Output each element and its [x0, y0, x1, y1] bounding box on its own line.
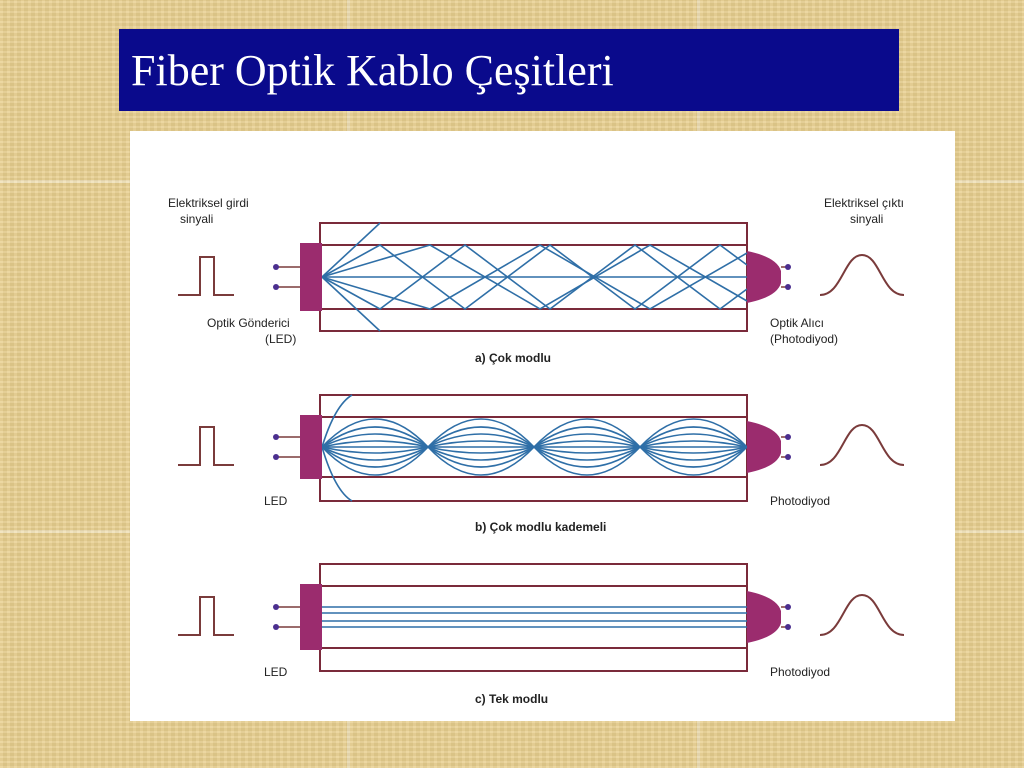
row-a-ray-3 [321, 244, 748, 310]
input-signal-label-line2: sinyali [180, 212, 213, 226]
row-b-ray-seg3-up0 [639, 418, 748, 448]
row-a-receiver-label-line1: Optik Alıcı [770, 316, 824, 330]
row-b-receiver [747, 421, 781, 473]
row-b-right-terminal-0 [785, 434, 791, 440]
row-c-emitter [300, 584, 322, 650]
row-b-ray-seg0-up3 [321, 440, 429, 448]
row-b-input-pulse [178, 426, 234, 466]
row-a-output-signal [819, 253, 905, 296]
row-b-ray-seg2-up3 [533, 440, 641, 448]
row-c-left-terminal-0 [273, 604, 279, 610]
row-b-ray-seg2-down0 [533, 446, 641, 476]
row-b-ray-seg0-up2 [321, 433, 429, 448]
row-a-right-terminal-0 [785, 264, 791, 270]
row-a-ray-4 [321, 244, 748, 310]
row-a-emitter [300, 243, 322, 311]
row-b-ray-seg0-down3 [321, 446, 429, 454]
row-b-ray-seg1-up3 [427, 440, 535, 448]
row-b-receiver-label: Photodiyod [770, 494, 830, 508]
row-b-ray-seg3-down1 [639, 446, 748, 468]
row-b-ray-seg2-down1 [533, 446, 641, 468]
row-a-ray-escape-bottom [321, 276, 381, 332]
row-b-ray-seg3-up2 [639, 433, 748, 448]
row-a-ray-escape-top [321, 222, 381, 278]
row-c-output-signal [819, 593, 905, 636]
row-b-ray-seg2-up2 [533, 433, 641, 448]
row-a-transmitter-label-line1: Optik Gönderici [207, 316, 290, 330]
row-b-caption: b) Çok modlu kademeli [475, 520, 606, 534]
row-b-ray-seg3-down0 [639, 446, 748, 476]
row-a-receiver-label-line2: (Photodiyod) [770, 332, 838, 346]
row-a-left-terminal-1 [273, 284, 279, 290]
row-b-ray-seg0-up0 [321, 418, 429, 448]
row-b-ray-seg0-down2 [321, 446, 429, 461]
row-a-input-pulse [178, 256, 234, 296]
row-b-transmitter-label: LED [264, 494, 288, 508]
row-b-ray-seg3-down2 [639, 446, 748, 461]
row-b-ray-seg2-up0 [533, 418, 641, 448]
row-b-ray-escape-top [321, 394, 353, 448]
row-c-receiver [747, 591, 781, 643]
row-b-left-terminal-0 [273, 434, 279, 440]
fiber-optic-diagram: Elektriksel girdi sinyali Elektriksel çı… [168, 196, 905, 706]
row-b-ray-seg0-down0 [321, 446, 429, 476]
row-c-input-pulse [178, 596, 234, 636]
row-c-receiver-label: Photodiyod [770, 665, 830, 679]
row-b-ray-seg3-down3 [639, 446, 748, 454]
row-b-ray-seg2-up1 [533, 426, 641, 448]
row-c-right-terminal-1 [785, 624, 791, 630]
row-b-right-terminal-1 [785, 454, 791, 460]
row-a-receiver [747, 251, 781, 303]
diagram-panel: Elektriksel girdi sinyali Elektriksel çı… [130, 131, 955, 721]
row-b-ray-seg0-down1 [321, 446, 429, 468]
row-a-transmitter-label-line2: (LED) [265, 332, 296, 346]
row-b-left-terminal-1 [273, 454, 279, 460]
row-b-ray-seg1-up1 [427, 426, 535, 448]
row-a-ray-1 [321, 243, 748, 311]
row-b-ray-seg2-down2 [533, 446, 641, 461]
row-b-output-signal [819, 423, 905, 466]
row-b-ray-seg1-down2 [427, 446, 535, 461]
row-c-caption: c) Tek modlu [475, 692, 548, 706]
row-a-left-terminal-0 [273, 264, 279, 270]
row-b-ray-seg3-up1 [639, 426, 748, 448]
row-b-ray-seg1-down1 [427, 446, 535, 468]
slide-title: Fiber Optik Kablo Çeşitleri [131, 45, 614, 95]
input-signal-label-line1: Elektriksel girdi [168, 196, 249, 210]
row-c-left-terminal-1 [273, 624, 279, 630]
row-b-ray-seg2-down3 [533, 446, 641, 454]
row-b-ray-seg1-down0 [427, 446, 535, 476]
row-a-caption: a) Çok modlu [475, 351, 551, 365]
row-a-right-terminal-1 [785, 284, 791, 290]
row-b-ray-escape-bottom [321, 446, 353, 502]
output-signal-label-line1: Elektriksel çıktı [824, 196, 904, 210]
row-b-ray-seg0-up1 [321, 426, 429, 448]
title-bar: Fiber Optik Kablo Çeşitleri [119, 29, 899, 111]
row-b-ray-seg1-up2 [427, 433, 535, 448]
row-c-transmitter-label: LED [264, 665, 288, 679]
row-b-ray-seg3-up3 [639, 440, 748, 448]
output-signal-label-line2: sinyali [850, 212, 883, 226]
row-b-emitter [300, 415, 322, 479]
row-c-right-terminal-0 [785, 604, 791, 610]
row-c-cladding [319, 563, 748, 672]
row-b-ray-seg1-down3 [427, 446, 535, 454]
row-a-ray-2 [321, 243, 748, 311]
row-b-ray-seg1-up0 [427, 418, 535, 448]
